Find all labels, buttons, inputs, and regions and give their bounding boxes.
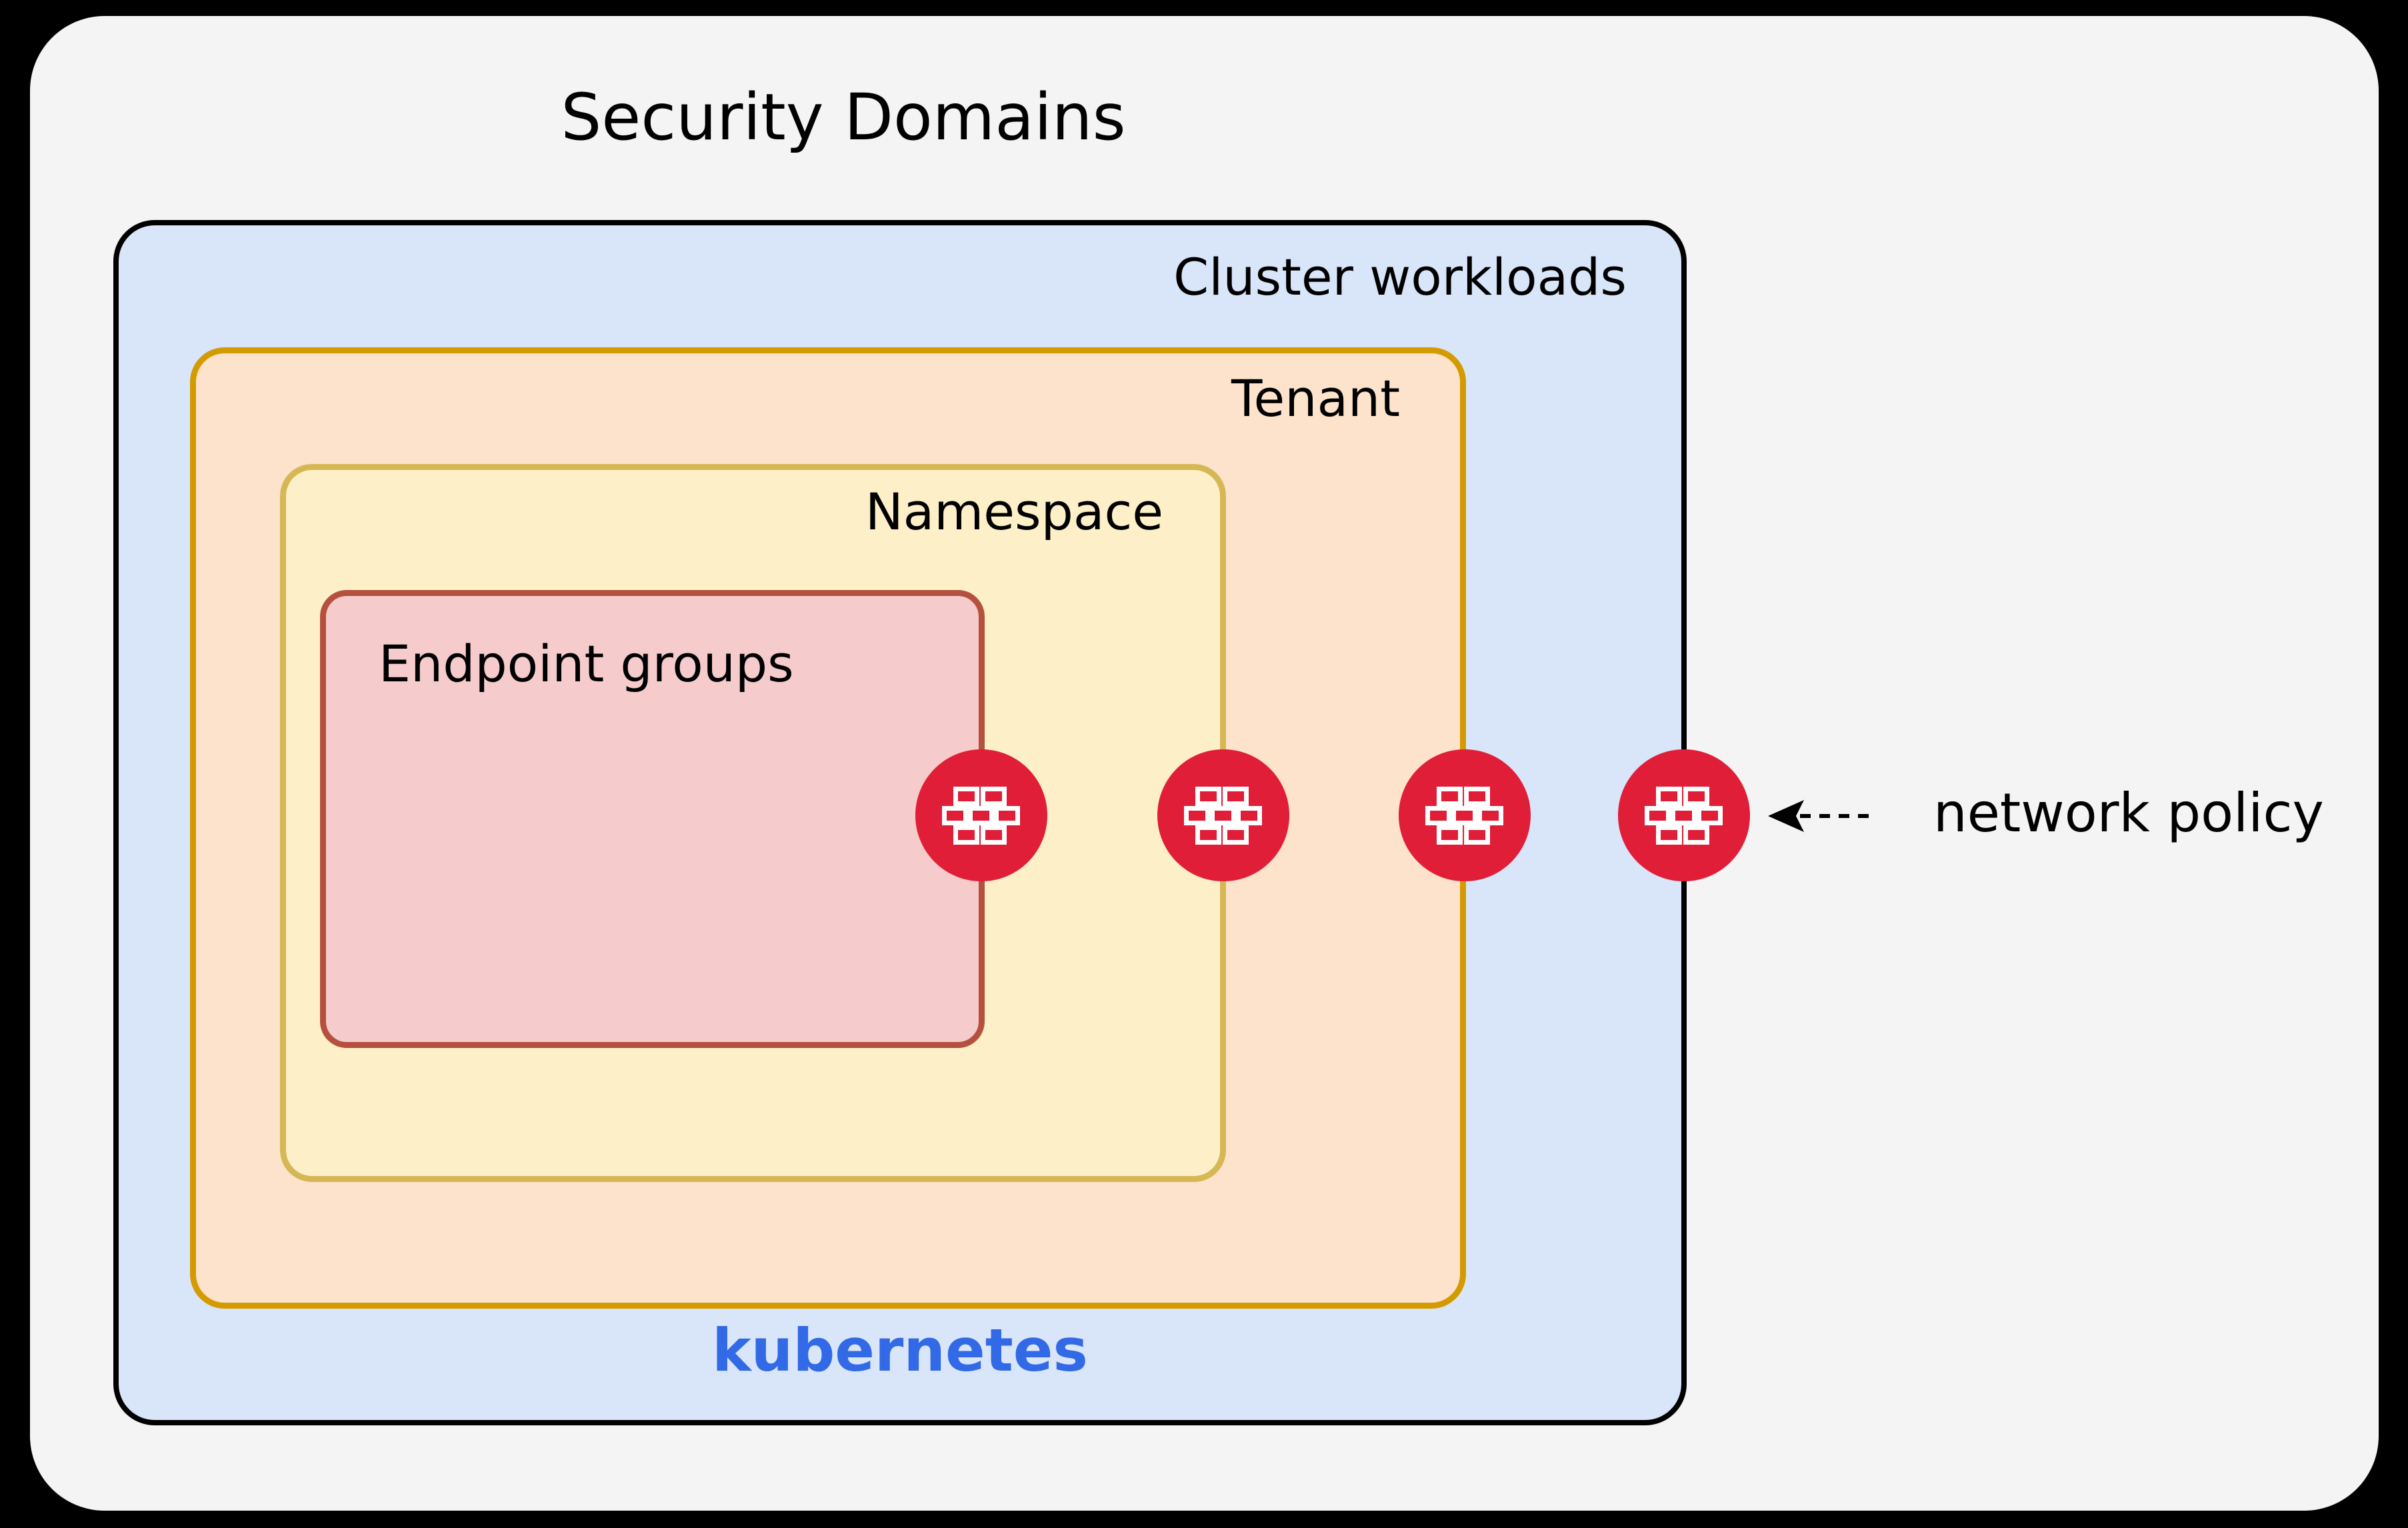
label-endpoint-groups: Endpoint groups xyxy=(379,634,794,693)
label-network-policy: network policy xyxy=(1933,782,2324,844)
label-kubernetes: kubernetes xyxy=(712,1316,1088,1385)
firewall-brick-icon xyxy=(1399,749,1531,881)
box-endpoint-groups xyxy=(320,590,985,1048)
page-title: Security Domains xyxy=(561,80,1126,155)
label-cluster-workloads: Cluster workloads xyxy=(1173,247,1627,307)
firewall-brick-icon xyxy=(1618,749,1750,881)
network-policy-arrow-icon xyxy=(1768,800,1877,832)
label-tenant: Tenant xyxy=(1231,369,1400,428)
firewall-brick-icon xyxy=(915,749,1047,881)
label-namespace: Namespace xyxy=(865,482,1163,541)
firewall-brick-icon xyxy=(1157,749,1289,881)
